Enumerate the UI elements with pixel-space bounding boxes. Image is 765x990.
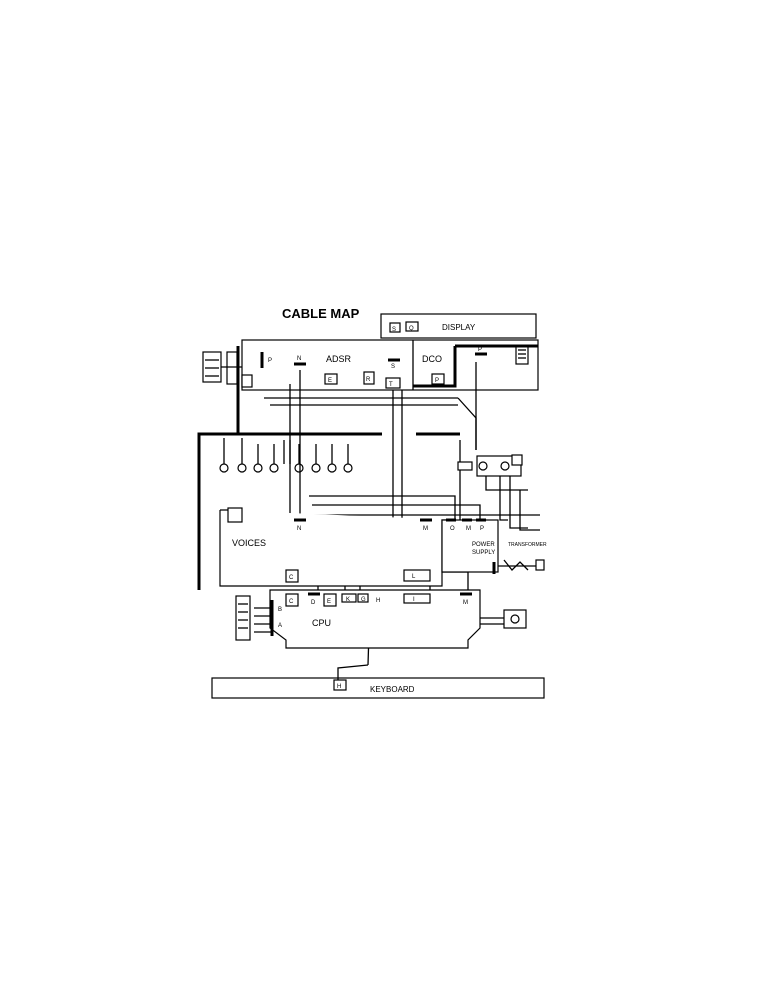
display-board: DISPLAY S Q [380,313,537,339]
adsr-connector-p: P [268,358,272,364]
cpu-connector-a: A [278,623,282,629]
cpu-label: CPU [312,618,331,628]
cpu-board: CPU C D E K G H I M B A [254,589,504,649]
power-supply-board: O M P POWER SUPPLY [441,518,499,574]
power-connector-m: M [466,526,471,532]
dco-connector-p: P [478,347,482,353]
display-label: DISPLAY [442,323,476,332]
display-connector-q: Q [409,326,414,332]
voices-connector-n: N [297,526,301,532]
cpu-connector-d: D [311,600,316,606]
cpu-connector-b: B [278,607,282,613]
display-connector-s: S [392,327,396,333]
power-supply-label-line1: POWER [472,542,495,548]
voices-connector-c: C [289,575,294,581]
cpu-connector-h: H [376,598,380,604]
diagram-title: CABLE MAP [282,306,360,321]
voices-label: VOICES [232,538,266,548]
cpu-side-connector-left [235,595,251,641]
cpu-side-connector-right [503,609,527,629]
dco-label: DCO [422,354,442,364]
keyboard-connector-h: H [337,684,341,690]
transformer-label: TRANSFORMER [508,542,547,548]
power-connector-p: P [480,526,484,532]
adsr-dco-board: ADSR DCO P N E S R T P P [241,339,539,391]
cpu-connector-m: M [463,600,468,606]
adsr-connector-s: S [391,364,395,370]
cpu-connector-i: I [413,597,415,603]
cpu-connector-k: K [346,597,350,603]
adsr-connector-t: T [389,382,393,388]
transformer-assembly: TRANSFORMER [457,454,547,571]
front-panel-jacks [219,438,353,473]
cpu-connector-g: G [361,597,366,603]
chassis-ground-wires [197,344,538,590]
adsr-side-connector-block [202,351,253,388]
cpu-connector-e: E [327,599,331,605]
adsr-label: ADSR [326,354,352,364]
adsr-connector-r: R [366,377,371,383]
keyboard-board: H KEYBOARD [211,664,545,699]
voices-board: VOICES N M C L [219,507,455,587]
cpu-connector-c: C [289,599,294,605]
voices-connector-m: M [423,526,428,532]
voices-connector-l: L [412,574,416,580]
power-connector-o: O [450,526,455,532]
dco-connector-r: P [435,378,439,384]
power-supply-label-line2: SUPPLY [472,550,495,556]
adsr-connector-e: E [328,378,332,384]
adsr-connector-n: N [297,356,301,362]
keyboard-label: KEYBOARD [370,685,415,694]
